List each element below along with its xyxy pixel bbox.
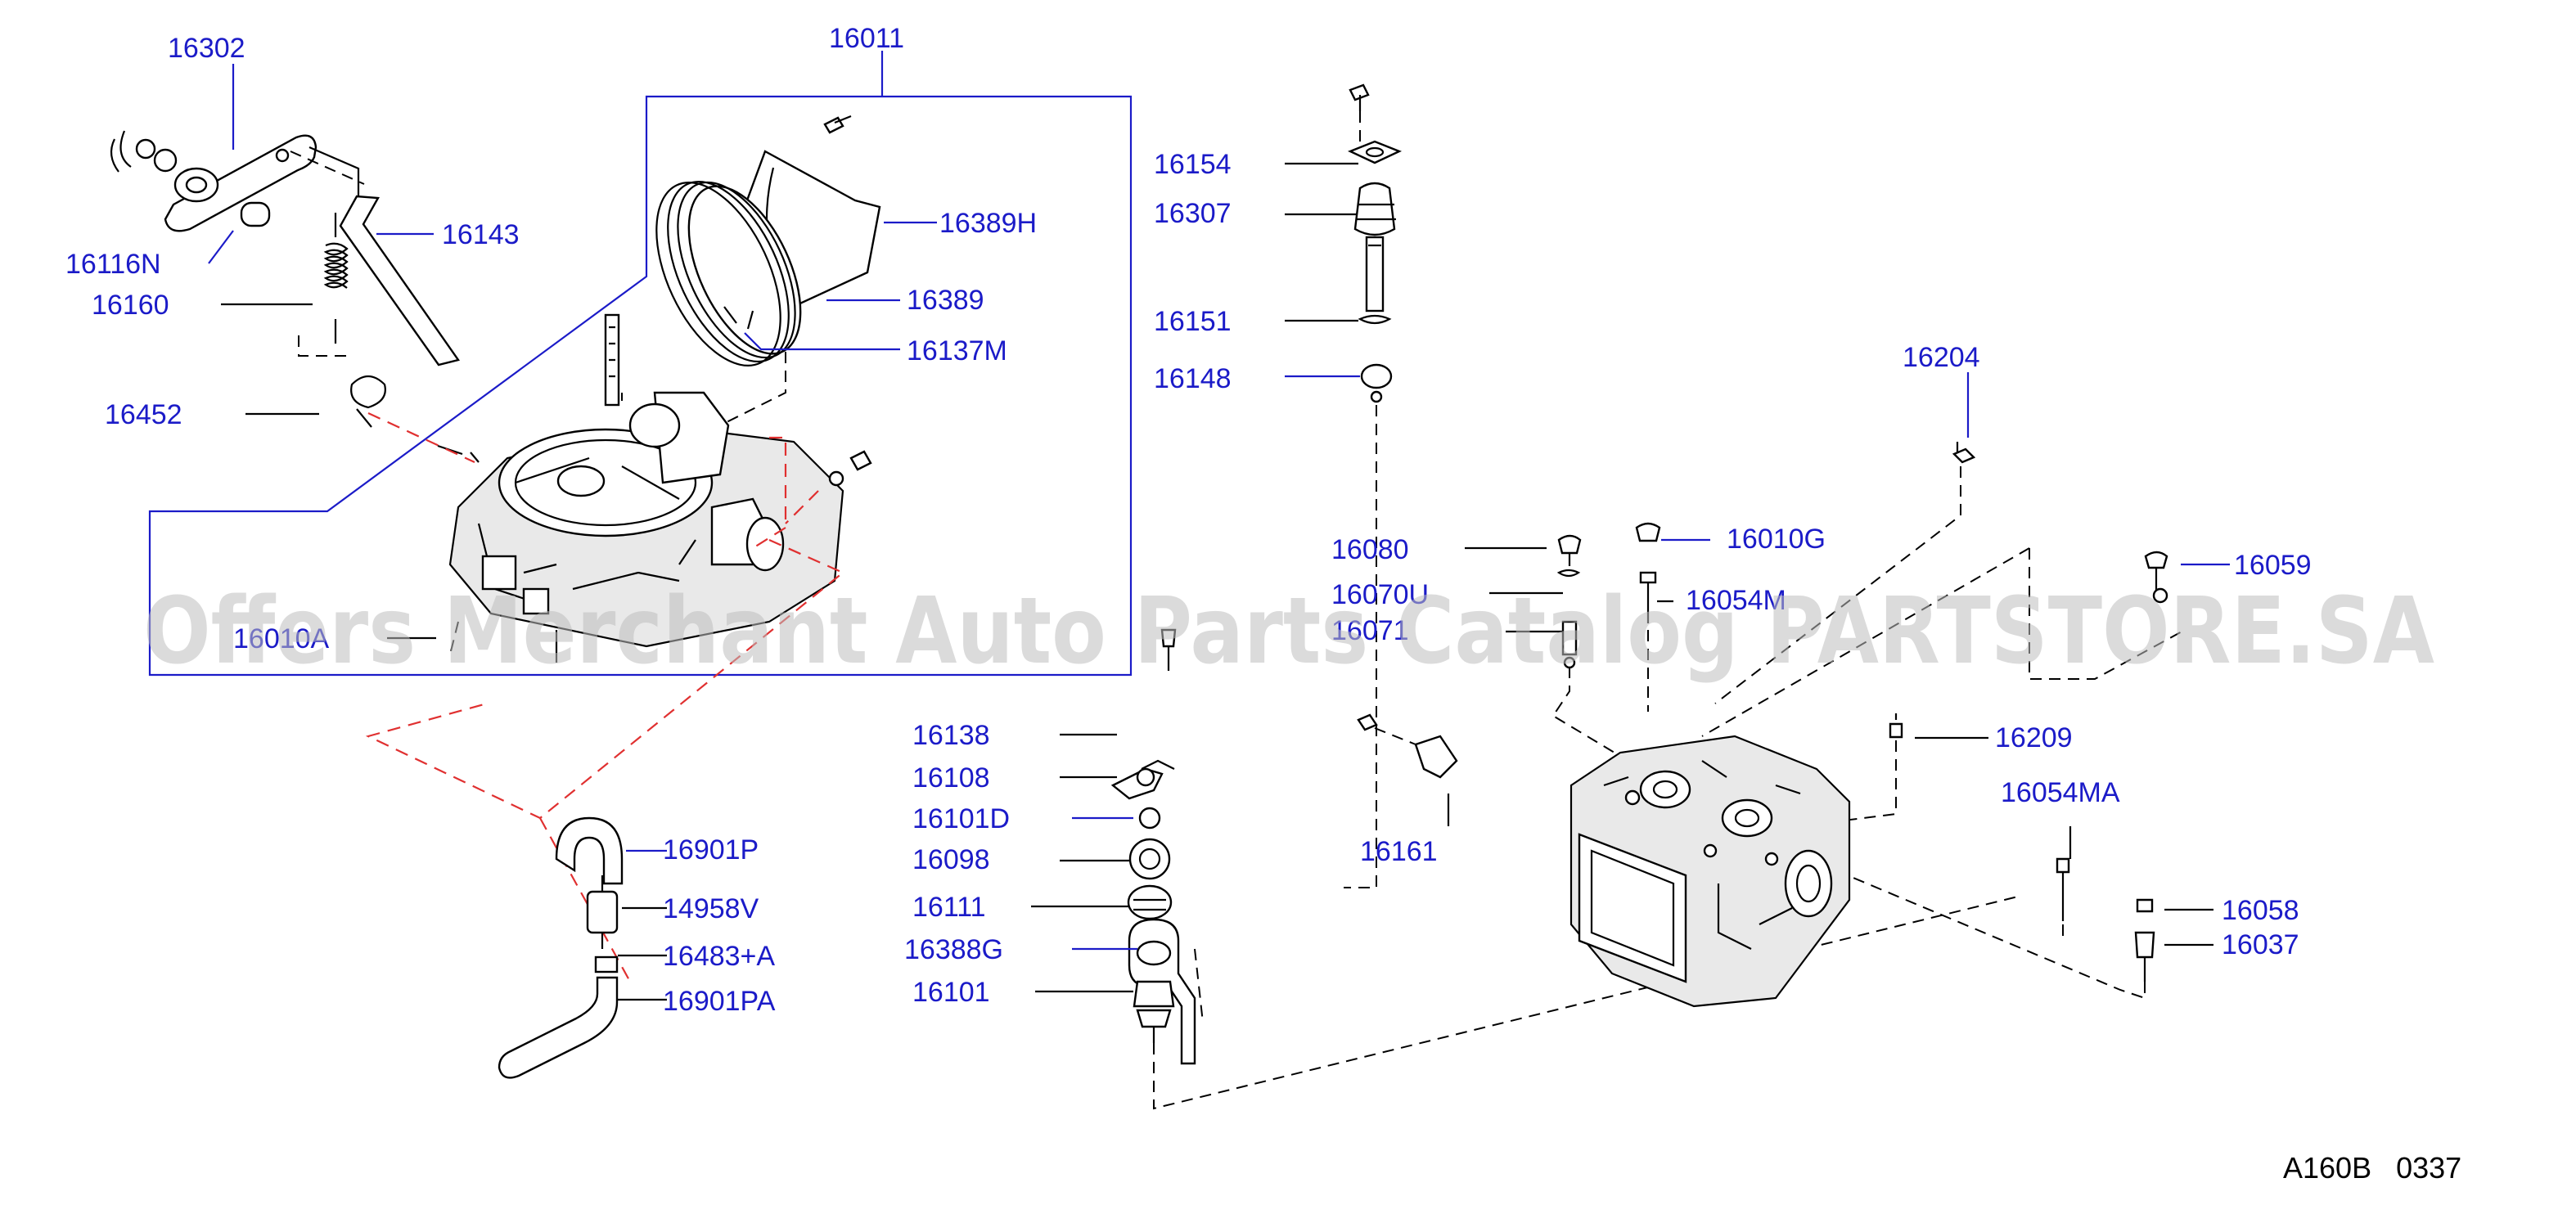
label-16070U[interactable]: 16070U bbox=[1331, 579, 1429, 610]
label-16011[interactable]: 16011 bbox=[829, 23, 904, 54]
label-16098[interactable]: 16098 bbox=[912, 844, 990, 875]
vacuum-hose-routing bbox=[365, 412, 845, 982]
label-16389[interactable]: 16389 bbox=[907, 285, 984, 316]
carburetor-assembly-box bbox=[148, 51, 1133, 677]
label-16389H[interactable]: 16389H bbox=[939, 208, 1037, 239]
label-16154[interactable]: 16154 bbox=[1154, 149, 1232, 180]
label-16151[interactable]: 16151 bbox=[1154, 306, 1232, 337]
label-16037[interactable]: 16037 bbox=[2222, 929, 2299, 960]
label-16116N[interactable]: 16116N bbox=[65, 249, 161, 280]
label-16204[interactable]: 16204 bbox=[1903, 342, 1980, 373]
fuel-cut-solenoid-group bbox=[1110, 628, 2022, 1110]
label-16058[interactable]: 16058 bbox=[2222, 895, 2299, 926]
label-16901PA[interactable]: 16901PA bbox=[663, 986, 776, 1017]
label-16108[interactable]: 16108 bbox=[912, 762, 990, 794]
label-16101D[interactable]: 16101D bbox=[912, 803, 1010, 834]
return-spring bbox=[323, 213, 349, 344]
label-16054MA[interactable]: 16054MA bbox=[2001, 777, 2120, 808]
label-16059[interactable]: 16059 bbox=[2234, 550, 2312, 581]
enricher-valve-stack bbox=[1344, 83, 1458, 888]
label-16160[interactable]: 16160 bbox=[92, 290, 169, 321]
vacuum-hose-group bbox=[498, 816, 624, 1079]
label-leader-lines bbox=[208, 64, 2230, 1001]
label-16143[interactable]: 16143 bbox=[442, 219, 520, 250]
label-14958V[interactable]: 14958V bbox=[663, 893, 759, 924]
idle-jet-group bbox=[1551, 442, 2186, 1000]
diagram-reference-code: A160B 0337 bbox=[2283, 1151, 2461, 1185]
label-16307[interactable]: 16307 bbox=[1154, 198, 1232, 229]
part-number-labels: 16302 16011 16143 16116N 16160 16389H 16… bbox=[65, 23, 2312, 1017]
label-16388G[interactable]: 16388G bbox=[904, 934, 1003, 965]
label-16483A[interactable]: 16483+A bbox=[663, 941, 775, 972]
label-16161[interactable]: 16161 bbox=[1360, 836, 1438, 867]
label-16054M[interactable]: 16054M bbox=[1686, 585, 1786, 616]
carburetor-main-body bbox=[1569, 735, 1851, 1008]
throttle-linkage-group bbox=[110, 130, 460, 428]
label-16071[interactable]: 16071 bbox=[1331, 615, 1409, 646]
label-16010G[interactable]: 16010G bbox=[1727, 524, 1826, 555]
carburetor-body bbox=[437, 313, 872, 663]
label-16901P[interactable]: 16901P bbox=[663, 834, 759, 866]
label-16080[interactable]: 16080 bbox=[1331, 534, 1409, 565]
label-16452[interactable]: 16452 bbox=[105, 399, 182, 430]
label-16138[interactable]: 16138 bbox=[912, 720, 990, 751]
label-16101[interactable]: 16101 bbox=[912, 977, 990, 1008]
air-horn-adapter-group bbox=[655, 115, 881, 443]
label-16137M[interactable]: 16137M bbox=[907, 335, 1007, 366]
label-16010A[interactable]: 16010A bbox=[233, 623, 330, 654]
label-16111[interactable]: 16111 bbox=[912, 892, 986, 923]
label-16302[interactable]: 16302 bbox=[168, 33, 245, 64]
label-16148[interactable]: 16148 bbox=[1154, 363, 1232, 394]
watermark-text: Offers Merchant Auto Parts Catalog PARTS… bbox=[143, 578, 2434, 685]
label-16209[interactable]: 16209 bbox=[1995, 722, 2073, 753]
